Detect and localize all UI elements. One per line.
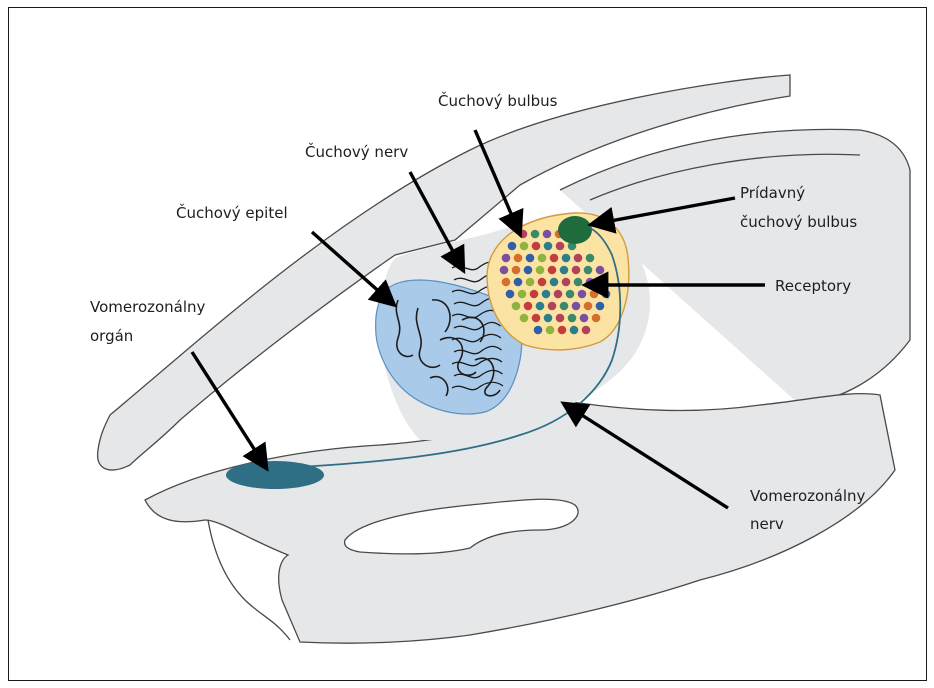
receptor-dot bbox=[560, 266, 569, 275]
receptor-dot bbox=[518, 290, 527, 299]
receptor-dot bbox=[582, 326, 591, 335]
receptor-dot bbox=[532, 242, 541, 251]
receptor-dot bbox=[506, 290, 515, 299]
label-receptors: Receptory bbox=[775, 277, 851, 295]
receptor-dot bbox=[502, 278, 511, 287]
label-olfactory-bulb: Čuchový bulbus bbox=[438, 91, 558, 110]
receptor-dot bbox=[524, 266, 533, 275]
label-vomeronasal-nerve-line2: nerv bbox=[750, 515, 784, 533]
label-olfactory-epithelium: Čuchový epitel bbox=[176, 203, 288, 222]
receptor-dot bbox=[584, 302, 593, 311]
label-accessory-bulb-line2: čuchový bulbus bbox=[740, 213, 857, 231]
receptor-dot bbox=[526, 278, 535, 287]
receptor-dot bbox=[574, 278, 583, 287]
receptor-dot bbox=[530, 290, 539, 299]
receptor-dot bbox=[572, 302, 581, 311]
receptor-dot bbox=[578, 290, 587, 299]
receptor-dot bbox=[531, 230, 540, 239]
receptor-dot bbox=[536, 266, 545, 275]
receptor-dot bbox=[538, 278, 547, 287]
receptor-dot bbox=[500, 266, 509, 275]
receptor-dot bbox=[508, 242, 517, 251]
receptor-dot bbox=[546, 326, 555, 335]
receptor-dot bbox=[572, 266, 581, 275]
receptor-dot bbox=[562, 278, 571, 287]
receptor-dot bbox=[550, 254, 559, 263]
receptor-dot bbox=[548, 302, 557, 311]
receptor-dot bbox=[596, 266, 605, 275]
label-vomeronasal-organ-line2: orgán bbox=[90, 327, 133, 345]
receptor-dot bbox=[558, 326, 567, 335]
receptor-dot bbox=[580, 314, 589, 323]
receptor-dot bbox=[538, 254, 547, 263]
receptor-dot bbox=[514, 278, 523, 287]
label-vomeronasal-organ-line1: Vomerozonálny bbox=[90, 298, 206, 316]
receptor-dot bbox=[502, 254, 511, 263]
receptor-dot bbox=[542, 290, 551, 299]
receptor-dot bbox=[512, 266, 521, 275]
receptor-dot bbox=[592, 314, 601, 323]
receptor-dot bbox=[556, 314, 565, 323]
receptor-dot bbox=[596, 302, 605, 311]
receptor-dot bbox=[514, 254, 523, 263]
accessory-olfactory-bulb bbox=[558, 216, 592, 244]
receptor-dot bbox=[556, 242, 565, 251]
receptor-dot bbox=[602, 290, 611, 299]
receptor-dot bbox=[524, 302, 533, 311]
receptor-dot bbox=[544, 314, 553, 323]
receptor-dot bbox=[532, 314, 541, 323]
receptor-dot bbox=[574, 254, 583, 263]
receptor-dot bbox=[586, 254, 595, 263]
label-olfactory-nerve: Čuchový nerv bbox=[305, 142, 408, 161]
vomeronasal-organ bbox=[226, 461, 324, 489]
receptor-dot bbox=[550, 278, 559, 287]
receptor-dot bbox=[554, 290, 563, 299]
receptor-dot bbox=[548, 266, 557, 275]
label-accessory-bulb-line1: Prídavný bbox=[740, 184, 805, 202]
receptor-dot bbox=[560, 302, 569, 311]
receptor-dot bbox=[536, 302, 545, 311]
receptor-dot bbox=[512, 302, 521, 311]
receptor-dot bbox=[562, 254, 571, 263]
receptor-dot bbox=[544, 242, 553, 251]
receptor-dot bbox=[570, 326, 579, 335]
receptor-dot bbox=[520, 242, 529, 251]
receptor-dot bbox=[584, 266, 593, 275]
receptor-dot bbox=[568, 314, 577, 323]
receptor-dot bbox=[543, 230, 552, 239]
receptor-dot bbox=[566, 290, 575, 299]
receptor-dot bbox=[526, 254, 535, 263]
receptor-dot bbox=[520, 314, 529, 323]
label-vomeronasal-nerve-line1: Vomerozonálny bbox=[750, 487, 866, 505]
receptor-dot bbox=[534, 326, 543, 335]
receptor-dot bbox=[590, 290, 599, 299]
